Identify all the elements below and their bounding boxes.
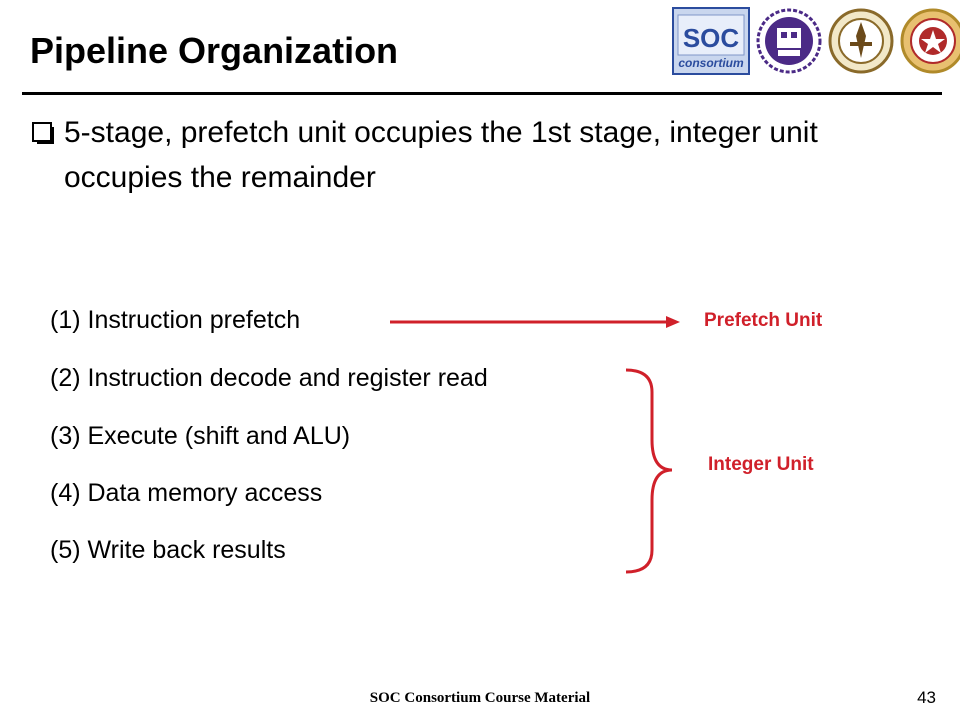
checkbox-bullet-icon (32, 122, 54, 144)
footer-text: SOC Consortium Course Material (369, 690, 591, 706)
bullet-point: 5-stage, prefetch unit occupies the 1st … (32, 110, 932, 200)
integer-unit-label: Integer Unit (708, 454, 814, 475)
stage-item: (3) Execute (shift and ALU) (50, 422, 351, 450)
soc-logo-letters: SOC (683, 23, 740, 53)
stage-item: (2) Instruction decode and register read (50, 364, 488, 392)
stage-item: (4) Data memory access (50, 479, 323, 507)
slide-title: Pipeline Organization (30, 30, 399, 71)
stage-item: (1) Instruction prefetch (50, 306, 301, 334)
page-number: 43 (917, 688, 936, 707)
title-divider (22, 92, 942, 95)
nctu-seal-logo (756, 8, 822, 74)
ntu-seal-logo (828, 8, 894, 74)
integer-unit-brace (625, 368, 673, 574)
prefetch-unit-label: Prefetch Unit (704, 310, 823, 331)
ncku-seal-logo (900, 8, 960, 74)
university-logos: SOC consortium (672, 6, 960, 76)
soc-consortium-logo: SOC consortium (672, 7, 750, 75)
soc-logo-subtext: consortium (678, 56, 744, 70)
bullet-text: 5-stage, prefetch unit occupies the 1st … (64, 116, 818, 194)
stage-item: (5) Write back results (50, 536, 286, 564)
prefetch-arrow-head (666, 316, 680, 328)
